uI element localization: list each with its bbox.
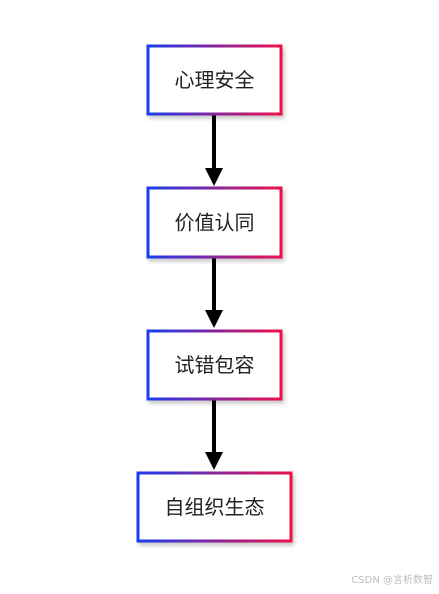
node-label: 心理安全	[175, 68, 255, 92]
flow-nodes: 心理安全 价值认同 试错包容 自组织生态	[136, 44, 293, 543]
edge-2-to-3	[205, 258, 223, 328]
arrowhead-icon	[205, 452, 223, 470]
node-psychological-safety[interactable]: 心理安全	[146, 44, 283, 116]
node-label: 自组织生态	[165, 495, 265, 519]
edge-1-to-2	[205, 115, 223, 186]
node-label: 试错包容	[175, 353, 255, 377]
edge-3-to-4	[205, 400, 223, 470]
flow-edges	[205, 115, 223, 470]
node-self-organizing-ecosystem[interactable]: 自组织生态	[136, 471, 293, 543]
node-value-recognition[interactable]: 价值认同	[146, 186, 283, 259]
node-label: 价值认同	[175, 211, 255, 235]
arrowhead-icon	[205, 168, 223, 186]
arrowhead-icon	[205, 310, 223, 328]
watermark: CSDN @言析数智	[351, 575, 433, 586]
node-trial-error-tolerance[interactable]: 试错包容	[146, 329, 283, 401]
